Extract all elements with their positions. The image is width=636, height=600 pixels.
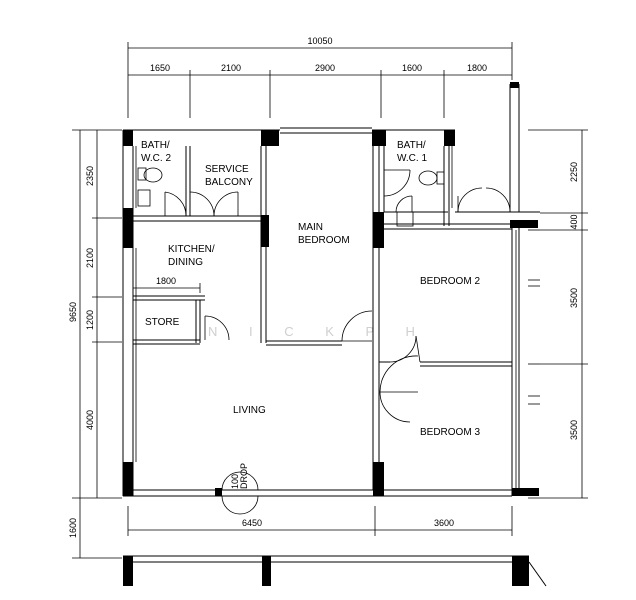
windows [135,146,540,488]
exterior-walls [122,127,520,497]
dim-left-total: 9650 [68,302,78,322]
label-bath1-line1: BATH/ [397,140,426,151]
label-kitchen-line2: DINING [168,257,203,268]
label-service-line2: BALCONY [205,177,253,188]
store-dimension: 1800 [133,276,201,293]
bottom-ledge [123,555,547,587]
dim-top-4: 1600 [402,63,422,73]
label-refuse-line1: 100 [230,474,240,489]
watermark: N I C K P H [208,324,429,339]
dim-left-3: 1200 [85,310,95,330]
label-main-bedroom-line1: MAIN [298,222,323,233]
label-bedroom3: BEDROOM 3 [420,427,480,438]
dim-left-extra: 1600 [68,518,78,538]
dim-top-5: 1800 [467,63,487,73]
dim-right-1: 2250 [569,162,579,182]
top-dimensions: 10050 1650 2100 2900 1600 1800 [127,36,513,118]
label-bedroom2: BEDROOM 2 [420,276,480,287]
dim-top-1: 1650 [150,63,170,73]
label-bath2-line2: W.C. 2 [141,153,171,164]
dim-right-3: 3500 [569,288,579,308]
bottom-dimensions: 6450 3600 [127,506,513,536]
left-dimensions: 9650 2350 2100 1200 4000 1600 [68,129,122,559]
label-main-bedroom-line2: BEDROOM [298,235,350,246]
label-service-line1: SERVICE [205,164,249,175]
label-refuse-line2: DROP [239,463,249,489]
dim-top-3: 2900 [315,63,335,73]
label-living: LIVING [233,405,266,416]
doors [164,169,511,515]
label-bath1-line2: W.C. 1 [397,153,427,164]
label-store: STORE [145,317,180,328]
dim-left-4: 4000 [85,410,95,430]
room-labels: BATH/ W.C. 2 SERVICE BALCONY BATH/ W.C. … [141,140,480,489]
dim-bottom-1: 6450 [242,518,262,528]
dim-top-total: 10050 [307,36,332,46]
label-bath2-line1: BATH/ [141,140,170,151]
columns [123,82,539,496]
dim-top-2: 2100 [221,63,241,73]
fixtures [137,167,445,227]
dim-left-2: 2100 [85,248,95,268]
dim-bottom-2: 3600 [434,518,454,528]
dim-store: 1800 [156,276,176,286]
label-kitchen-line1: KITCHEN/ [168,244,215,255]
dim-right-4: 3500 [569,420,579,440]
dim-right-2: 400 [569,214,579,229]
right-dimensions: 2250 400 3500 3500 [528,129,588,499]
right-balcony-structure [455,84,540,213]
dim-left-1: 2350 [85,166,95,186]
